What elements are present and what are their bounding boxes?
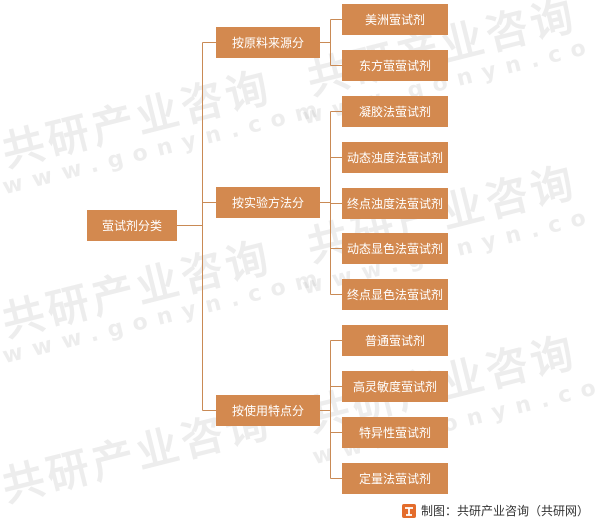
- leaf-node: 特异性萤试剂: [342, 417, 448, 448]
- group-node-raw-material: 按原料来源分: [216, 27, 320, 58]
- root-node: 萤试剂分类: [87, 210, 177, 241]
- leaf-node: 东方萤萤试剂: [342, 50, 448, 81]
- leaf-node: 终点显色法萤试剂: [342, 279, 448, 310]
- leaf-node: 动态浊度法萤试剂: [342, 142, 448, 173]
- leaf-node: 终点浊度法萤试剂: [342, 188, 448, 219]
- leaf-node: 动态显色法萤试剂: [342, 233, 448, 264]
- leaf-node: 普通萤试剂: [342, 325, 448, 356]
- brand-logo-icon: [401, 503, 416, 518]
- footer-text: 制图：共研产业咨询（共研网）: [420, 504, 589, 518]
- leaf-node: 凝胶法萤试剂: [342, 96, 448, 127]
- leaf-node: 高灵敏度萤试剂: [342, 371, 448, 402]
- leaf-node: 定量法萤试剂: [342, 463, 448, 494]
- group-node-usage: 按使用特点分: [216, 395, 320, 426]
- group-node-method: 按实验方法分: [216, 187, 320, 218]
- leaf-node: 美洲萤试剂: [342, 4, 448, 35]
- source-footer: 制图：共研产业咨询（共研网）: [401, 502, 589, 519]
